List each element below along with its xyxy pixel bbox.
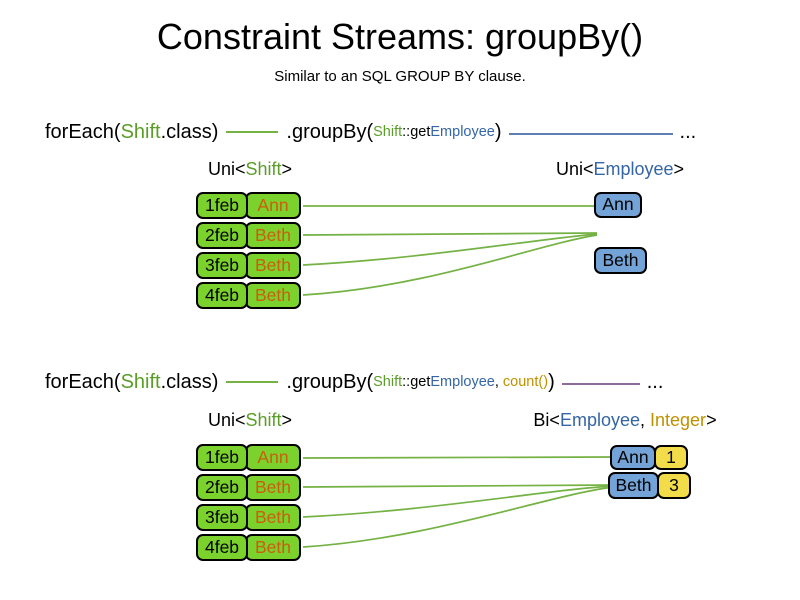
result-type-label: Uni<Employee> [530, 159, 710, 201]
label-prefix: Bi< [533, 410, 560, 430]
shift-employee-box: Beth [245, 252, 301, 279]
count-box-ann: 1 [654, 445, 688, 470]
shift-row: 4feb Beth [196, 282, 301, 312]
code-arg-collector: count() [502, 374, 549, 390]
label-prefix: Uni< [555, 159, 594, 179]
code-arg-type: Employee [430, 374, 495, 390]
wire-4feb-to-beth [302, 234, 598, 296]
shift-date-box: 4feb [196, 282, 248, 309]
shift-employee-box: Beth [245, 282, 301, 309]
wire2-1feb-to-ann [302, 456, 614, 459]
shift-row: 2feb Beth [196, 474, 301, 504]
shift-date-box: 3feb [196, 252, 248, 279]
shift-table: 1feb Ann 2feb Beth 3feb Beth 4feb Beth [196, 444, 301, 564]
group-box-ann: Ann [610, 445, 656, 470]
label-prefix: Uni< [207, 410, 246, 430]
wire2-2feb-to-beth [302, 484, 614, 488]
code-foreach-kw: forEach( [45, 370, 121, 393]
code-arg-class: Shift [373, 124, 403, 140]
label-type-employee: Employee [593, 159, 674, 179]
code-arg-accessor: ::get [402, 374, 431, 390]
shift-row: 3feb Beth [196, 504, 301, 534]
slide-subtitle: Similar to an SQL GROUP BY clause. [274, 68, 526, 85]
code-arg-type: Employee [430, 124, 495, 140]
code-foreach-close: .class) [160, 370, 219, 393]
shift-table: 1feb Ann 2feb Beth 3feb Beth 4feb Beth [196, 192, 301, 312]
code-line-groupby-count: forEach( Shift .class) .groupBy( Shift :… [45, 368, 663, 396]
code-ellipsis: ... [679, 120, 697, 143]
code-foreach-kw: forEach( [45, 120, 121, 143]
code-groupby-kw: .groupBy( [286, 370, 374, 393]
code-foreach-arg: Shift [120, 370, 161, 393]
shift-employee-box: Beth [245, 222, 301, 249]
label-type-shift: Shift [245, 410, 282, 430]
source-type-label: Uni<Shift> [160, 159, 340, 201]
code-arg-accessor: ::get [402, 124, 431, 140]
shift-row: 1feb Ann [196, 444, 301, 474]
shift-employee-box: Beth [245, 534, 301, 561]
shift-row: 3feb Beth [196, 252, 301, 282]
shift-row: 2feb Beth [196, 222, 301, 252]
slide-title: Constraint Streams: groupBy() [156, 16, 644, 57]
wire-foreach-to-groupby [226, 381, 279, 383]
code-foreach-close: .class) [160, 120, 219, 143]
label-type-employee: Employee [559, 410, 640, 430]
wire-groupby-out [508, 132, 673, 135]
shift-employee-box: Ann [245, 192, 301, 219]
result-type-label: Bi<Employee, Integer> [520, 410, 730, 452]
code-comma: , [494, 374, 503, 390]
label-suffix: > [281, 159, 293, 179]
wire2-3feb-to-beth [302, 485, 614, 518]
code-line-groupby: forEach( Shift .class) .groupBy( Shift :… [45, 118, 696, 146]
shift-employee-box: Ann [245, 444, 301, 471]
label-type-integer: Integer [650, 410, 707, 430]
label-comma: , [640, 410, 651, 430]
code-ellipsis: ... [646, 370, 664, 393]
label-suffix: > [673, 159, 685, 179]
count-box-beth: 3 [657, 472, 691, 499]
code-close-paren: ) [548, 370, 555, 393]
group-box-ann: Ann [594, 192, 642, 218]
shift-date-box: 3feb [196, 504, 248, 531]
shift-employee-box: Beth [245, 504, 301, 531]
label-type-shift: Shift [245, 159, 282, 179]
code-arg-class: Shift [373, 374, 403, 390]
label-suffix: > [706, 410, 717, 430]
group-row-ann: Ann 1 [610, 445, 688, 470]
wire-2feb-to-beth [302, 232, 598, 236]
shift-date-box: 2feb [196, 222, 248, 249]
group-box-beth: Beth [594, 247, 647, 274]
wire-3feb-to-beth [302, 233, 598, 266]
shift-row: 1feb Ann [196, 192, 301, 222]
label-prefix: Uni< [207, 159, 246, 179]
wire2-4feb-to-beth [302, 486, 614, 548]
label-suffix: > [281, 410, 293, 430]
group-box-beth: Beth [608, 472, 659, 499]
shift-date-box: 2feb [196, 474, 248, 501]
wire-groupby-out [561, 382, 640, 385]
code-groupby-kw: .groupBy( [286, 120, 374, 143]
shift-date-box: 1feb [196, 192, 248, 219]
shift-employee-box: Beth [245, 474, 301, 501]
wire-foreach-to-groupby [226, 131, 279, 133]
source-type-label: Uni<Shift> [160, 410, 340, 452]
group-row-beth: Beth 3 [608, 472, 691, 499]
shift-date-box: 1feb [196, 444, 248, 471]
code-close-paren: ) [494, 120, 502, 143]
shift-row: 4feb Beth [196, 534, 301, 564]
code-foreach-arg: Shift [120, 120, 161, 143]
shift-date-box: 4feb [196, 534, 248, 561]
